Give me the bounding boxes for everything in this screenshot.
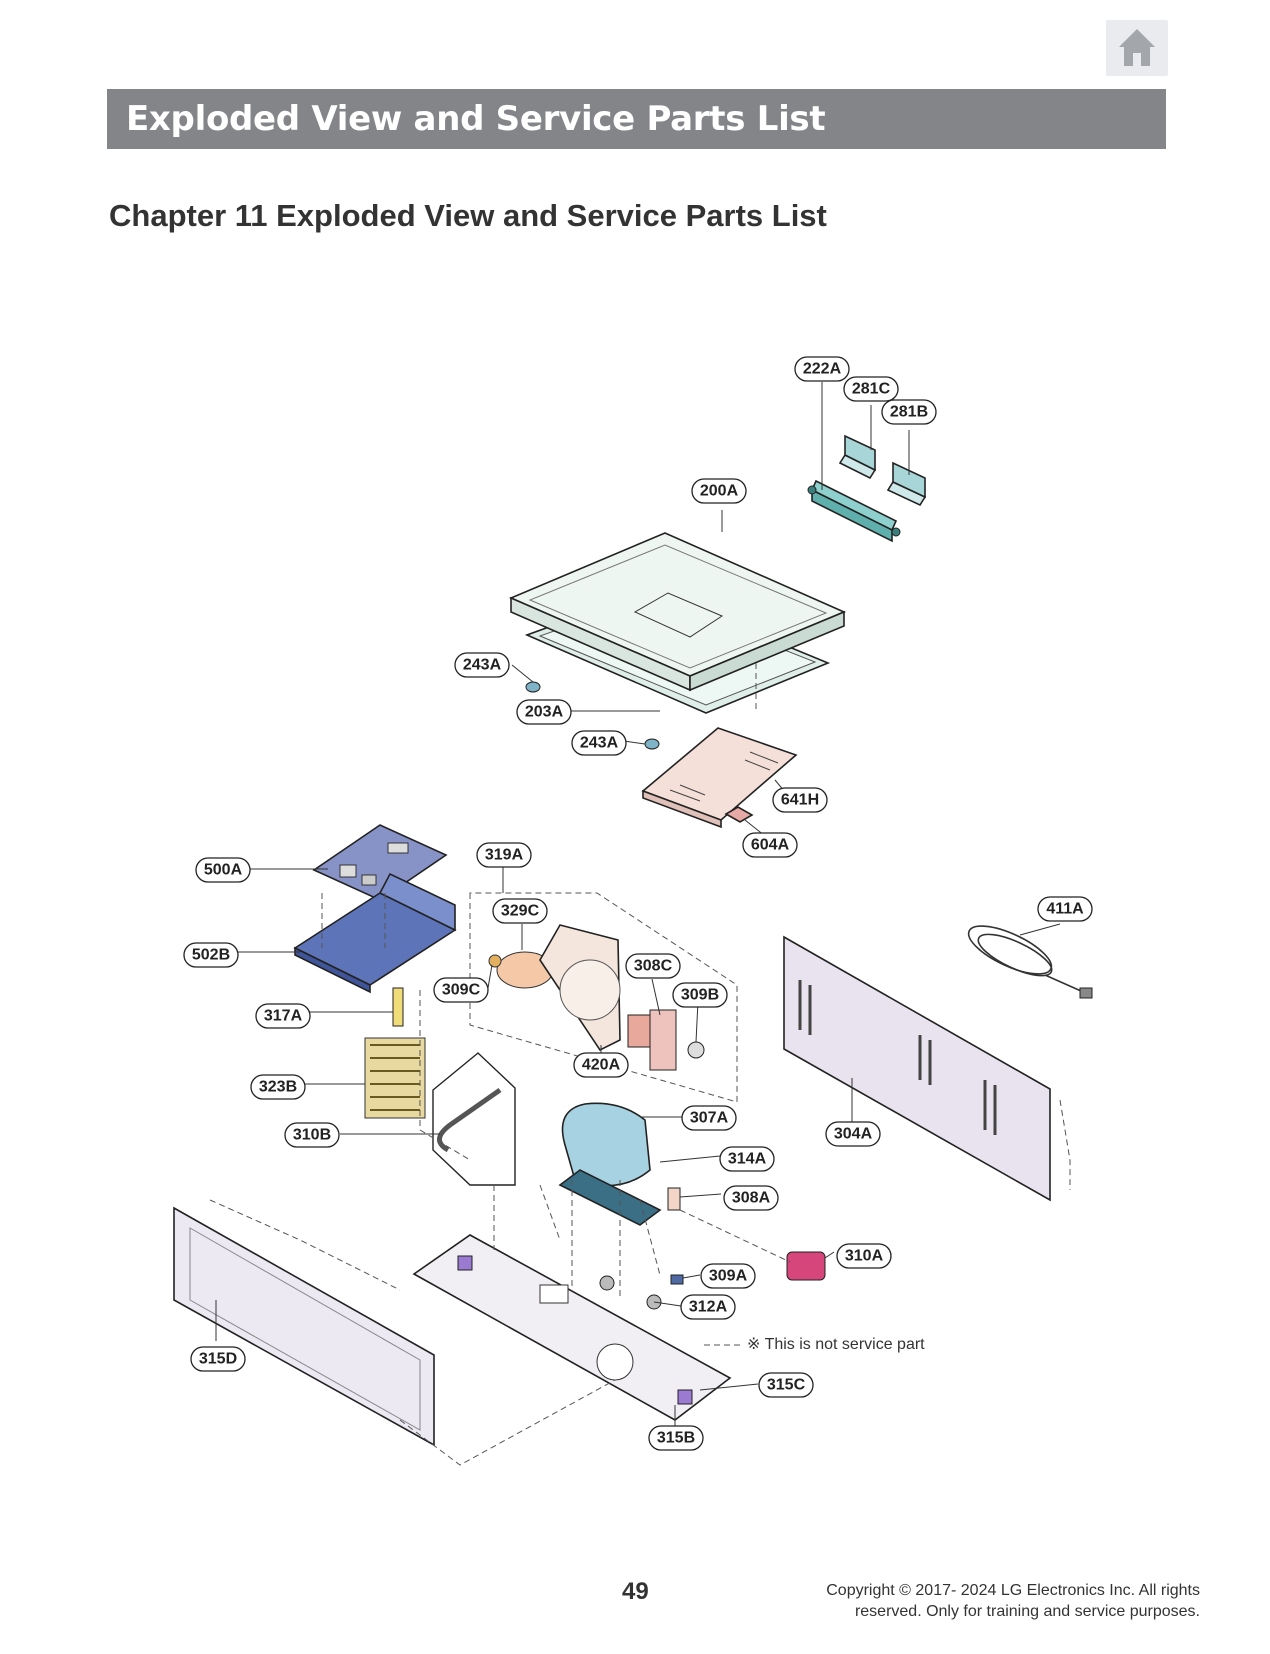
callout-317A: 317A [255, 1003, 311, 1029]
clip-243A-upper [525, 681, 541, 693]
copyright-line-1: Copyright © 2017- 2024 LG Electronics In… [826, 1582, 1200, 1599]
callout-308A: 308A [723, 1185, 779, 1211]
svg-text:315D: 315D [199, 1351, 237, 1368]
svg-text:641H: 641H [781, 792, 819, 809]
callout-310A: 310A [836, 1243, 892, 1269]
callout-203A: 203A [516, 699, 572, 725]
home-button[interactable] [1106, 20, 1168, 76]
callout-323B: 323B [250, 1074, 306, 1100]
svg-text:310A: 310A [845, 1248, 884, 1265]
copyright-line-2: reserved. Only for training and service … [854, 1603, 1200, 1620]
svg-text:203A: 203A [525, 704, 564, 721]
relay-308A [667, 1187, 681, 1211]
callout-222A: 222A [794, 356, 850, 382]
compressor-307A [558, 1102, 662, 1226]
callout-281C: 281C [843, 376, 899, 402]
svg-text:309C: 309C [442, 982, 481, 999]
cover-200A [508, 532, 847, 692]
svg-text:304A: 304A [834, 1126, 873, 1143]
callout-319A: 319A [476, 842, 532, 868]
fan-shroud [539, 924, 621, 1052]
condenser-323B [364, 1037, 426, 1119]
callout-604A: 604A [742, 832, 798, 858]
callout-502B: 502B [183, 942, 239, 968]
svg-text:314A: 314A [728, 1151, 767, 1168]
callout-641H: 641H [772, 787, 828, 813]
grommet-312A [599, 1275, 615, 1291]
svg-text:308A: 308A [732, 1190, 771, 1207]
label-604A [724, 806, 754, 823]
bracket-281B [886, 461, 927, 507]
section-banner: Exploded View and Service Parts List [107, 89, 1166, 149]
grille-cover-641H [641, 727, 798, 829]
page-number: 49 [622, 1578, 649, 1605]
clip-309A [670, 1274, 684, 1285]
svg-text:310B: 310B [293, 1127, 331, 1144]
callout-312A: 312A [680, 1294, 736, 1320]
callout-329C: 329C [492, 898, 548, 924]
callout-309B: 309B [672, 982, 728, 1008]
home-icon [1119, 29, 1155, 66]
svg-text:500A: 500A [204, 862, 243, 879]
svg-text:323B: 323B [259, 1079, 297, 1096]
svg-text:411A: 411A [1046, 901, 1084, 918]
copyright: Copyright © 2017- 2024 LG Electronics In… [720, 1580, 1200, 1622]
not-service-part-note: ※ This is not service part [747, 1336, 925, 1353]
cover-310A [786, 1251, 826, 1281]
base-plate-315C [412, 1234, 732, 1421]
heater-assembly-222A [807, 479, 901, 543]
svg-text:319A: 319A [485, 847, 524, 864]
callout-309C: 309C [433, 977, 489, 1003]
svg-text:281C: 281C [852, 381, 891, 398]
svg-text:200A: 200A [700, 483, 739, 500]
callout-243A-upper: 243A [454, 652, 510, 678]
fan-cap-309B [687, 1041, 705, 1059]
svg-text:604A: 604A [751, 837, 790, 854]
svg-text:243A: 243A [463, 657, 502, 674]
svg-text:420A: 420A [582, 1057, 621, 1074]
fan-bracket-309B-mount [649, 1009, 677, 1071]
control-box-502B [293, 872, 457, 994]
svg-text:312A: 312A [689, 1299, 728, 1316]
svg-text:309A: 309A [709, 1268, 748, 1285]
callout-304A: 304A [825, 1121, 881, 1147]
side-cover-315D [173, 1206, 435, 1447]
svg-text:329C: 329C [501, 903, 540, 920]
svg-text:308C: 308C [634, 958, 673, 975]
svg-text:502B: 502B [192, 947, 230, 964]
back-cover-304A [783, 935, 1051, 1202]
callout-411A: 411A [1037, 896, 1093, 922]
callout-315D: 315D [190, 1346, 246, 1372]
svg-text:315B: 315B [657, 1430, 695, 1447]
svg-text:281B: 281B [890, 404, 928, 421]
callout-420A: 420A [573, 1052, 629, 1078]
power-cord-411A [967, 925, 1093, 999]
svg-text:307A: 307A [690, 1110, 729, 1127]
svg-text:243A: 243A [580, 735, 619, 752]
callout-315C: 315C [758, 1372, 814, 1398]
callout-200A: 200A [691, 478, 747, 504]
bracket-281C [838, 434, 877, 480]
drier-317A [392, 987, 404, 1027]
chapter-title: Chapter 11 Exploded View and Service Par… [109, 198, 827, 233]
pipe-310B-frame [432, 1052, 516, 1186]
callout-243A-lower: 243A [571, 730, 627, 756]
clip-243A-lower [644, 738, 660, 750]
callout-308C: 308C [625, 953, 681, 979]
banner-title: Exploded View and Service Parts List [126, 99, 826, 139]
svg-text:315C: 315C [767, 1377, 806, 1394]
callout-314A: 314A [719, 1146, 775, 1172]
callout-315B: 315B [648, 1425, 704, 1451]
callout-307A: 307A [681, 1105, 737, 1131]
fan-assembly-group-319A [469, 892, 738, 1103]
svg-text:317A: 317A [264, 1008, 303, 1025]
callout-500A: 500A [195, 857, 251, 883]
svg-text:222A: 222A [803, 361, 842, 378]
svg-text:309B: 309B [681, 987, 719, 1004]
pcb-500A [312, 824, 448, 901]
callout-281B: 281B [881, 399, 937, 425]
callout-309A: 309A [700, 1263, 756, 1289]
callout-310B: 310B [284, 1122, 340, 1148]
